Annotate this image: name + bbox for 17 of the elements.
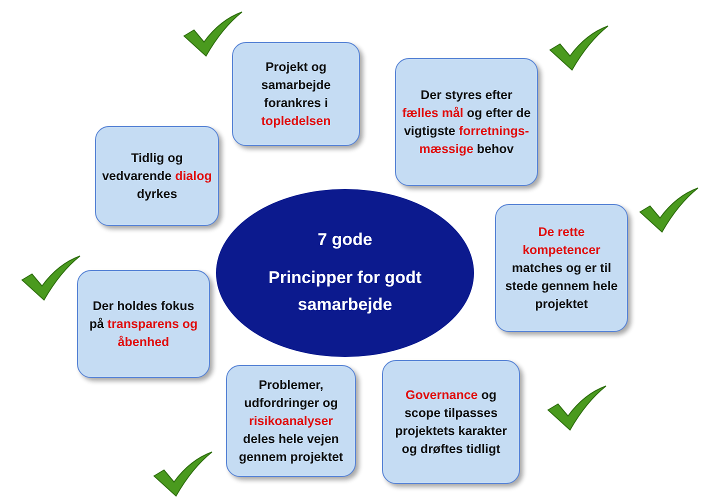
principle-text: Der styres efter fælles mål og efter de vigtigste forretnings-mæssige behov (402, 87, 531, 158)
principle-box (495, 204, 628, 332)
center-ellipse (215, 188, 475, 358)
diagram-subheading: Principper for godt samarbejde (268, 267, 422, 316)
principle-box (226, 365, 356, 477)
principle-text: Der holdes fokus på transparens og åbenhed (88, 298, 199, 351)
principle-box (395, 58, 538, 186)
principle-text: Tidlig og vedvarende dialog dyrkes (102, 150, 212, 203)
diagram-heading: 7 gode (316, 229, 374, 251)
principle-text: Projekt og samarbejde forankres i topledelsen (260, 59, 332, 130)
principle-text: Governance og scope tilpasses projektets karakter og drøftes tidligt (394, 387, 508, 458)
principle-text: De rette kompetencer matches og er til stede gennem hele projektet (504, 224, 619, 313)
principle-text: Problemer, udfordringer og risikoanalyser deles hele vejen gennem projektet (238, 377, 344, 466)
principle-box (95, 126, 219, 226)
principle-box (232, 42, 360, 146)
principle-box (382, 360, 520, 484)
principle-box (77, 270, 210, 378)
